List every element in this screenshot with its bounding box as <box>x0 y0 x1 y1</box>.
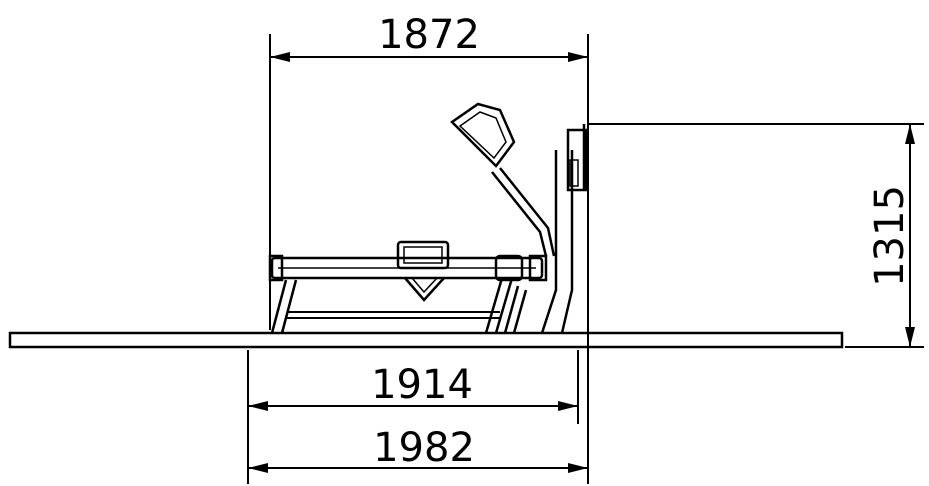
dimension-middle-width: 1914 <box>371 362 473 408</box>
base-platform <box>8 331 844 349</box>
vertical-post <box>540 150 574 334</box>
dimension-lines <box>248 52 915 473</box>
front-leg <box>484 277 514 334</box>
dimension-bottom-width: 1982 <box>373 425 475 471</box>
dimension-height: 1315 <box>867 185 913 287</box>
rowing-machine <box>268 102 588 334</box>
handle-stand <box>491 167 556 257</box>
seat-hanger <box>404 277 445 302</box>
dimension-top-width: 1872 <box>378 12 480 58</box>
rear-leg <box>270 279 298 334</box>
rail <box>270 256 544 280</box>
front-housing <box>494 254 524 282</box>
seat <box>396 240 450 270</box>
handle <box>450 102 516 168</box>
